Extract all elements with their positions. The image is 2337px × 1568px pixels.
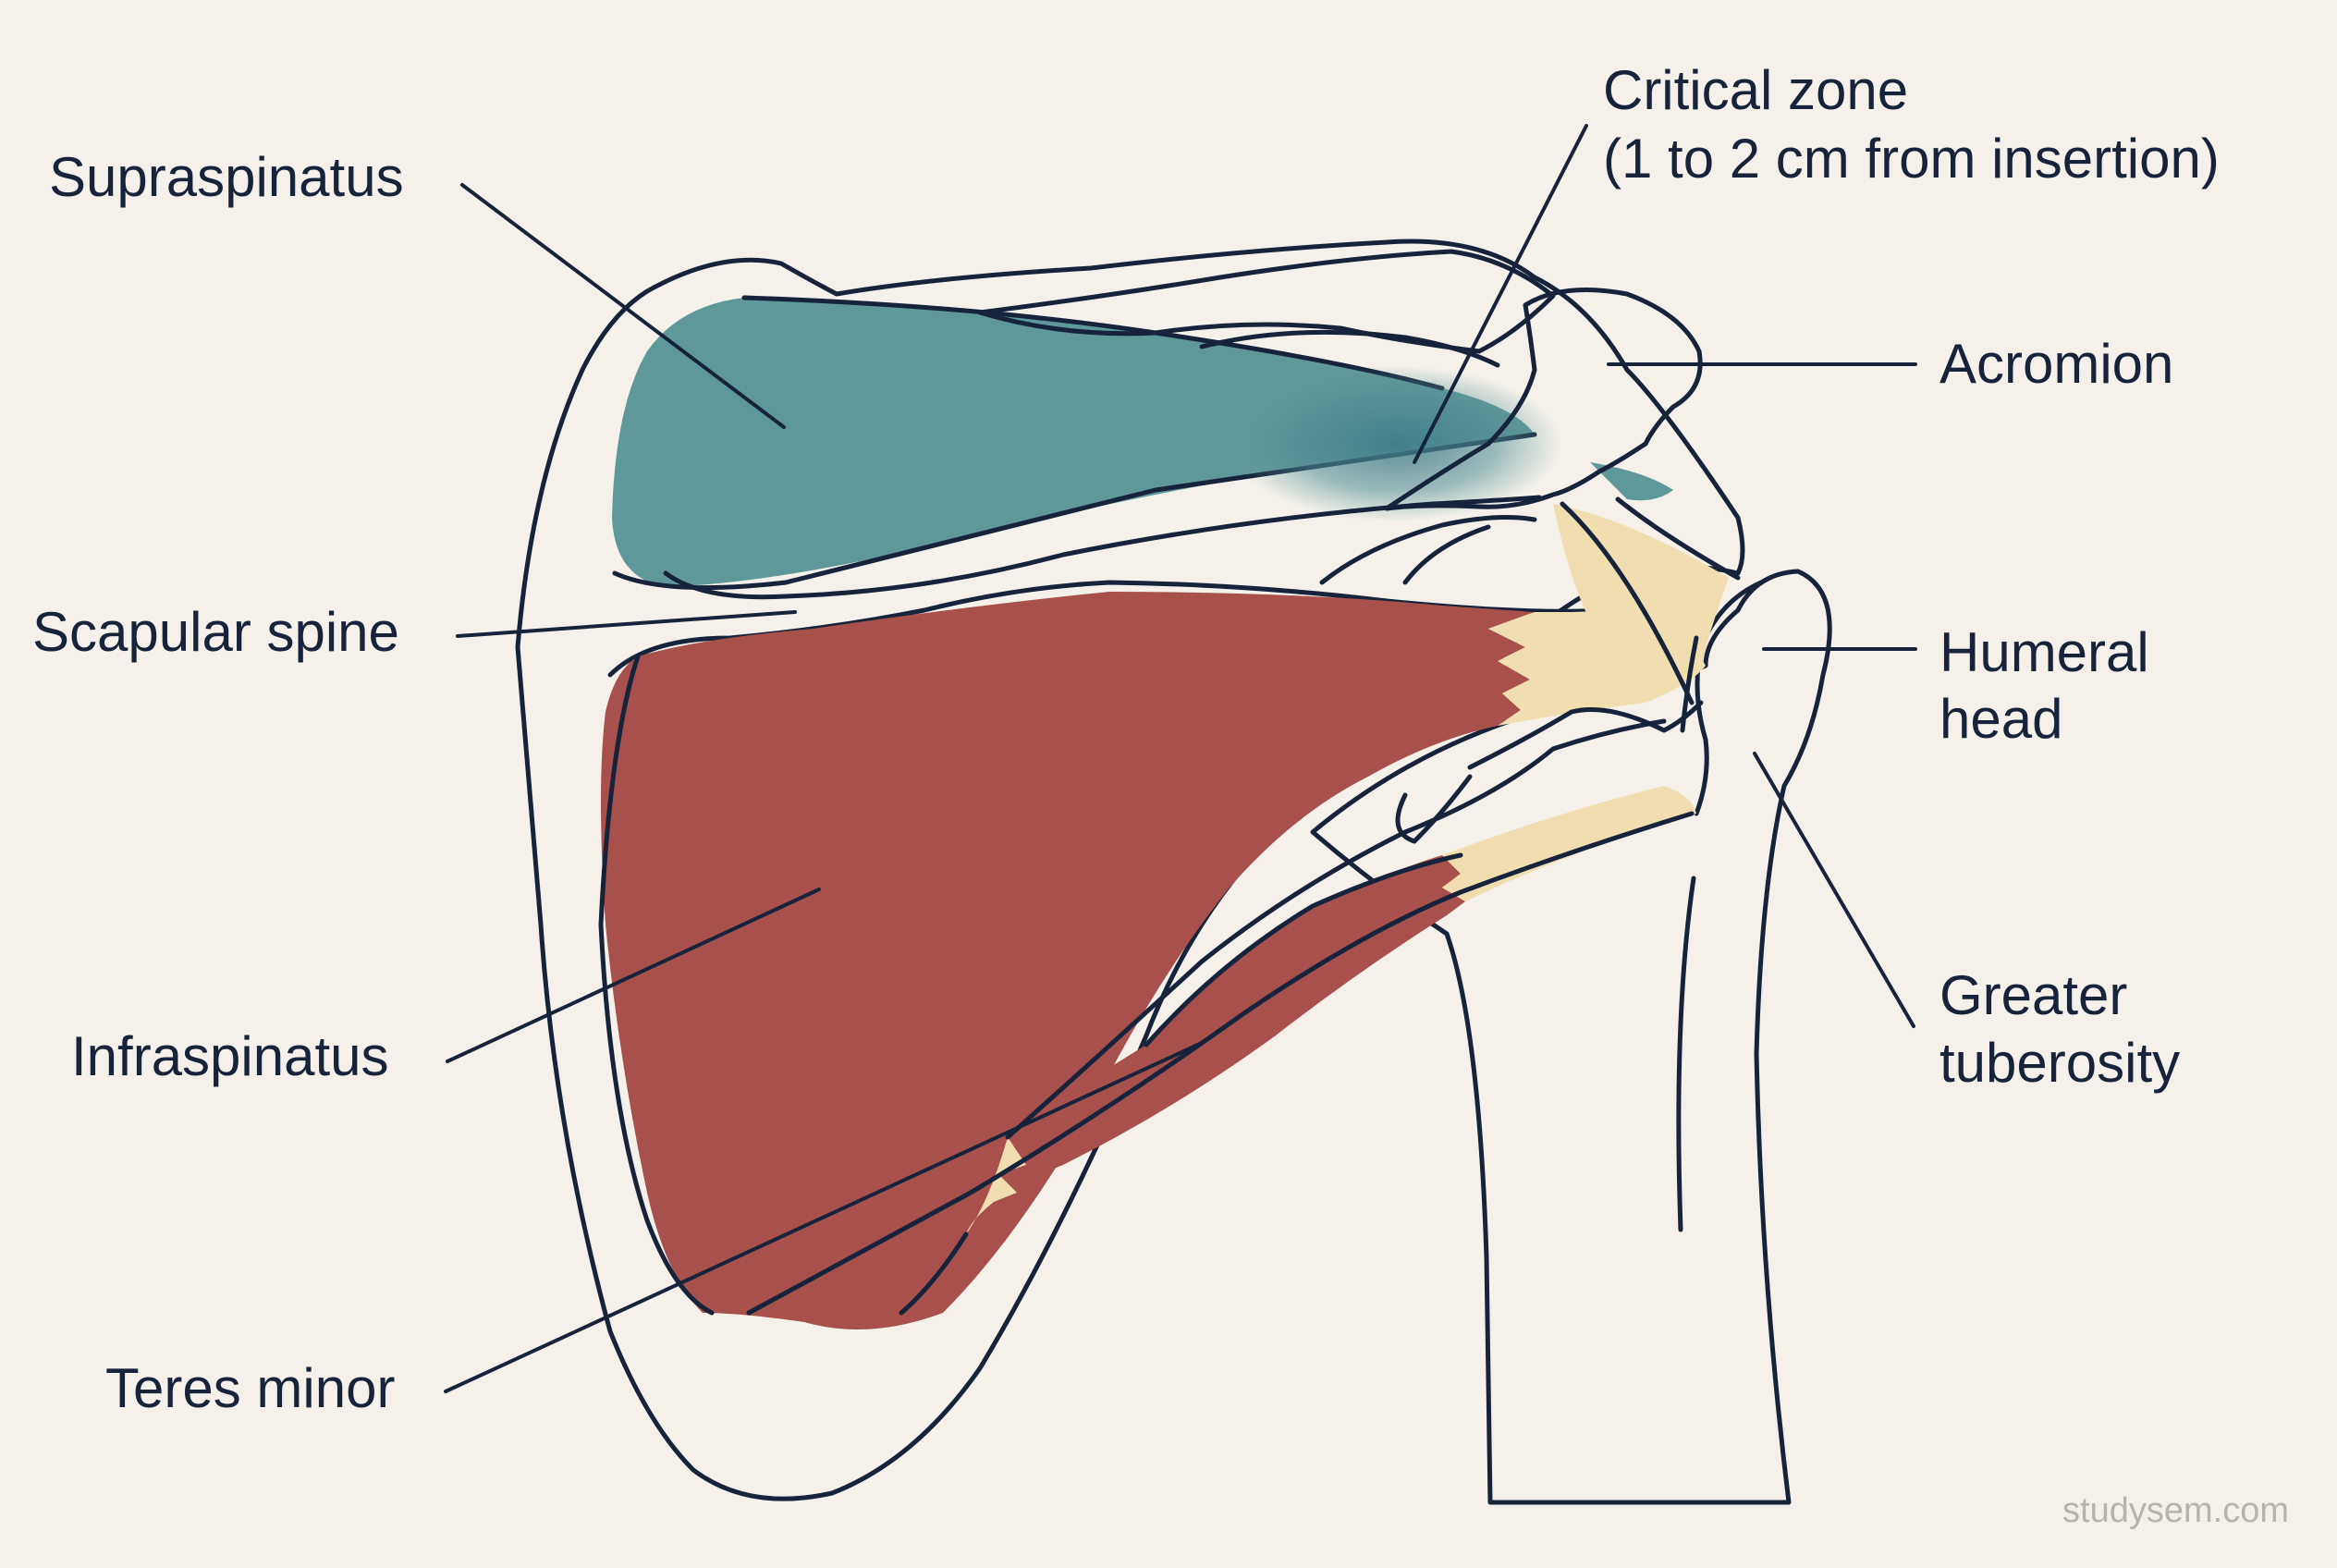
infraspinatus-muscle [601, 592, 1535, 1329]
critical-zone-label-line1: Critical zone [1603, 59, 1908, 121]
greater-tuberosity-leader [1753, 752, 1915, 1028]
acromion-label: Acromion [1939, 333, 2173, 395]
supraspinatus-tendon [1590, 462, 1673, 501]
scapular-spine-label: Scapular spine [32, 601, 399, 663]
critical-zone-leader [1413, 124, 1588, 464]
glenoid-neck-line-1 [1395, 774, 1473, 844]
humeral-head-label-line1: Humeral [1939, 621, 2149, 683]
humeral-shaft-line [1676, 876, 1696, 1232]
supraspinatus-muscle [612, 298, 1535, 587]
subacromial-line-1 [1560, 501, 1695, 705]
critical-zone-label-line2: (1 to 2 cm from insertion) [1603, 128, 2220, 190]
infraspinatus-outline [598, 654, 715, 1316]
critical-zone-shading [1230, 365, 1562, 522]
acromion-bone [1384, 288, 1703, 511]
coracoid-arc-1 [1319, 515, 1537, 585]
teres-minor-upper-outline [1005, 718, 1667, 1140]
greater-tuberosity-label-line1: Greater [1939, 964, 2127, 1026]
infraspinatus-leader [446, 888, 821, 1063]
coracoid-arc-2 [1402, 524, 1491, 585]
humeral-head-contour [1694, 580, 1764, 816]
teres-minor-distal-tendon [966, 1137, 1026, 1234]
glenoid-neck-line-2 [1467, 700, 1704, 770]
teres-minor-tendon [1442, 786, 1696, 915]
humeral-tuberosity-line [1680, 635, 1699, 733]
teres-minor-belly-outline [1144, 852, 1463, 1047]
scapular-spine-leader [456, 610, 797, 638]
teres-minor-lower-outline [746, 811, 1695, 1316]
teres-minor-label: Teres minor [105, 1357, 395, 1419]
subacromial-line-2 [1615, 496, 1741, 581]
greater-tuberosity-label-line2: tuberosity [1939, 1032, 2180, 1094]
supraspinatus-label: Supraspinatus [49, 146, 404, 208]
inferior-scapular-border [899, 1231, 969, 1316]
watermark: studysem.com [2062, 1491, 2289, 1530]
infraspinatus-label: Infraspinatus [71, 1025, 389, 1087]
humeral-head-label-line2: head [1939, 688, 2062, 750]
supraspinatus-leader [460, 183, 786, 429]
teres-minor-leader [444, 1041, 1204, 1393]
